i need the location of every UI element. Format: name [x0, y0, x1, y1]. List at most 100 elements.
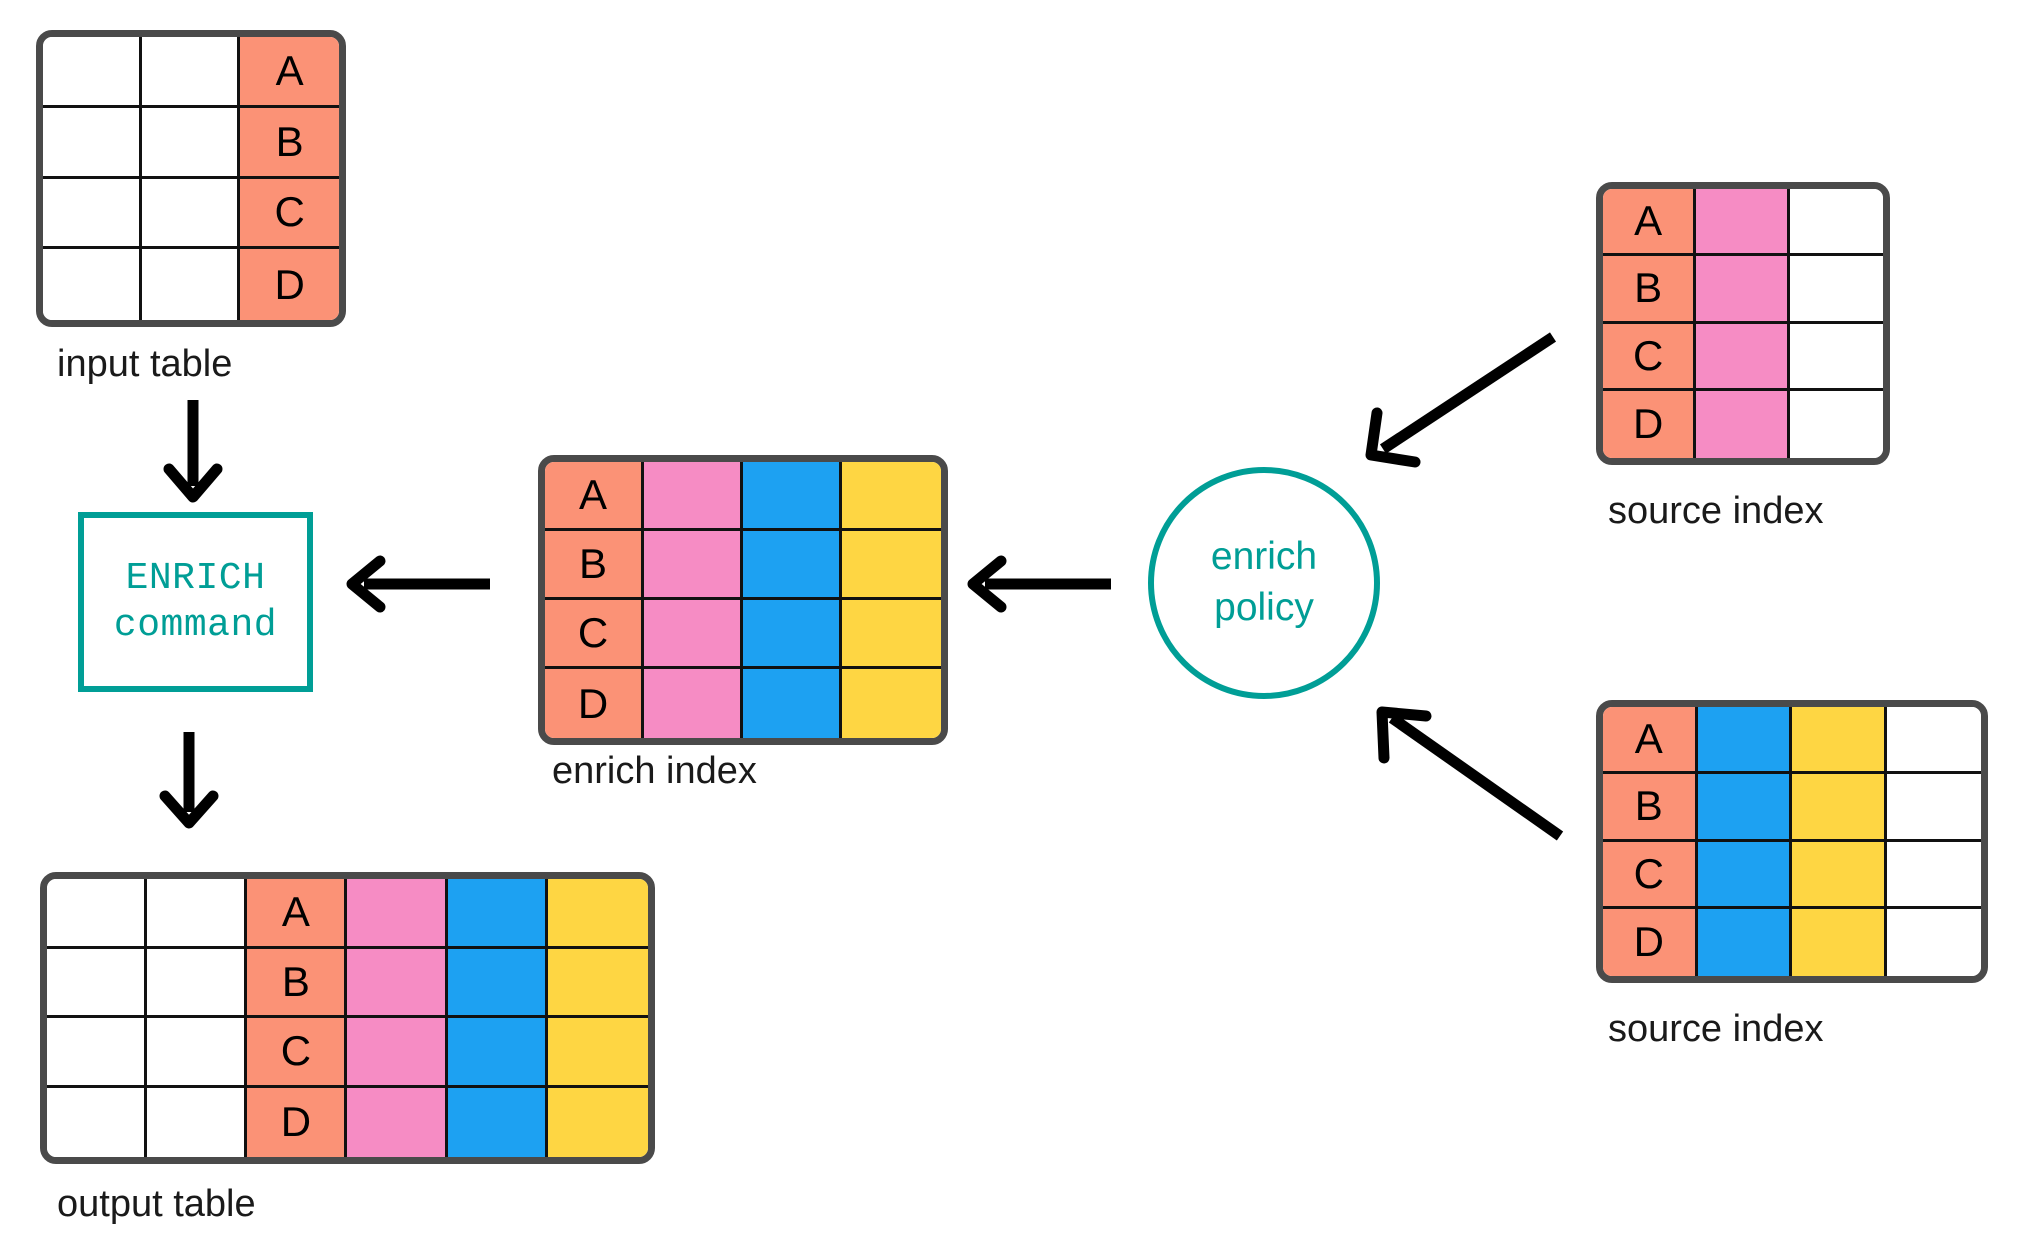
- table-cell: [447, 1087, 548, 1157]
- table-cell: [141, 107, 241, 179]
- table-cell: [1886, 841, 1981, 909]
- table-cell: [47, 948, 148, 1018]
- table-cell-key: C: [247, 1018, 348, 1088]
- table-cell: [347, 1018, 448, 1088]
- table-cell-key: A: [1603, 189, 1697, 257]
- table-cell: [47, 879, 148, 949]
- enrich-policy-line1: enrich: [1210, 535, 1318, 579]
- table-cell: [1697, 908, 1792, 976]
- table-cell: [43, 107, 142, 179]
- table-cell-key: B: [1603, 256, 1697, 324]
- table-cell-key: C: [1603, 323, 1697, 391]
- table-cell: [1792, 774, 1887, 842]
- table-cell: [447, 1018, 548, 1088]
- table-cell: [1886, 707, 1981, 775]
- table-cell: [447, 948, 548, 1018]
- table-cell-key: D: [240, 249, 339, 320]
- table-cell: [347, 879, 448, 949]
- table-cell-key: C: [240, 178, 339, 250]
- arrow-enrich-index-to-command: [344, 555, 492, 614]
- table-cell: [1696, 256, 1790, 324]
- table-cell-key: D: [1603, 908, 1698, 976]
- enrich-policy-line2: policy: [1214, 586, 1314, 629]
- table-cell: [1792, 707, 1887, 775]
- table-cell: [1696, 189, 1790, 257]
- arrow-command-to-output: [156, 730, 226, 830]
- table-cell-key: B: [1603, 774, 1698, 842]
- table-cell: [43, 178, 142, 250]
- table-cell: [1792, 841, 1887, 909]
- table-cell: [547, 1087, 648, 1157]
- enrich-policy-circle[interactable]: enrich policy: [1148, 467, 1380, 699]
- table-cell: [447, 879, 548, 949]
- table-cell: [1696, 390, 1790, 458]
- table-cell-key: B: [240, 107, 339, 179]
- table-cell-key: D: [545, 669, 644, 738]
- table-cell: [644, 531, 743, 600]
- enrich-index-caption: enrich index: [552, 750, 757, 792]
- table-cell: [47, 1018, 148, 1088]
- table-cell: [644, 462, 743, 531]
- table-cell-key: B: [545, 531, 644, 600]
- output-table-caption: output table: [57, 1183, 256, 1225]
- source-index-top-caption: source index: [1608, 490, 1824, 532]
- table-cell: [1789, 189, 1883, 257]
- table-cell: [1789, 323, 1883, 391]
- table-cell: [347, 1087, 448, 1157]
- table-cell: [547, 948, 648, 1018]
- table-cell: [47, 1087, 148, 1157]
- arrow-input-to-command: [160, 398, 230, 503]
- table-cell: [141, 249, 241, 320]
- table-cell: [141, 37, 241, 108]
- table-cell: [1697, 841, 1792, 909]
- table-cell-key: D: [247, 1087, 348, 1157]
- input-table-caption: input table: [57, 343, 233, 385]
- enrich-command-line1: ENRICH: [125, 556, 266, 600]
- table-cell: [842, 462, 941, 531]
- table-cell: [842, 531, 941, 600]
- table-cell: [547, 1018, 648, 1088]
- source-index-bottom-caption: source index: [1608, 1008, 1824, 1050]
- table-cell: [1697, 774, 1792, 842]
- table-cell-key: C: [1603, 841, 1698, 909]
- table-cell-key: A: [545, 462, 644, 531]
- arrow-policy-to-enrich-index: [965, 555, 1113, 614]
- table-cell-key: A: [247, 879, 348, 949]
- table-cell: [1792, 908, 1887, 976]
- table-cell: [644, 600, 743, 669]
- table-cell: [1886, 774, 1981, 842]
- table-cell-key: A: [240, 37, 339, 108]
- table-cell: [1789, 390, 1883, 458]
- table-cell: [743, 669, 842, 738]
- table-cell-key: B: [247, 948, 348, 1018]
- table-cell: [147, 1018, 248, 1088]
- table-cell: [1886, 908, 1981, 976]
- arrow-source-bottom-to-policy: [1368, 700, 1578, 850]
- table-cell: [147, 879, 248, 949]
- table-cell: [43, 249, 142, 320]
- table-cell: [147, 948, 248, 1018]
- table-cell: [547, 879, 648, 949]
- table-cell: [43, 37, 142, 108]
- table-cell: [842, 669, 941, 738]
- table-cell: [1697, 707, 1792, 775]
- table-cell: [644, 669, 743, 738]
- table-cell-key: C: [545, 600, 644, 669]
- table-cell: [743, 531, 842, 600]
- enrich-command-box[interactable]: ENRICH command: [78, 512, 313, 692]
- table-cell: [743, 462, 842, 531]
- table-cell: [743, 600, 842, 669]
- enrich-command-line2: command: [113, 604, 278, 647]
- table-cell: [147, 1087, 248, 1157]
- table-cell: [1696, 323, 1790, 391]
